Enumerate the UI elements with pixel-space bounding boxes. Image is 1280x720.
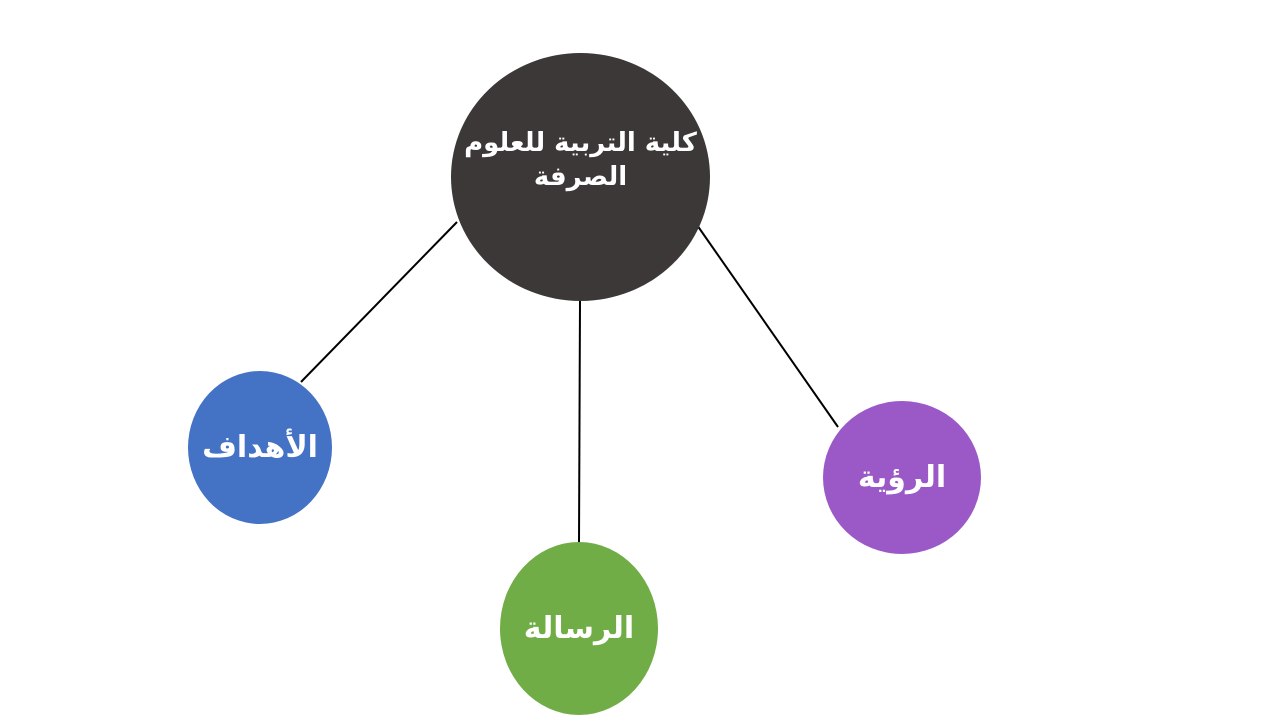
center-node-label: كلية التربية للعلوم الصرفة [464,128,697,192]
mission-node-label: الرسالة [523,611,635,646]
goals-node-label: الأهداف [202,430,318,465]
connector-vision [696,224,839,428]
connector-mission [578,300,581,543]
vision-node: الرؤية [823,401,981,554]
center-node: كلية التربية للعلوم الصرفة [451,53,710,301]
connector-goals [300,221,458,383]
goals-node: الأهداف [188,371,332,524]
vision-node-label: الرؤية [857,460,947,495]
mission-node: الرسالة [500,542,658,715]
